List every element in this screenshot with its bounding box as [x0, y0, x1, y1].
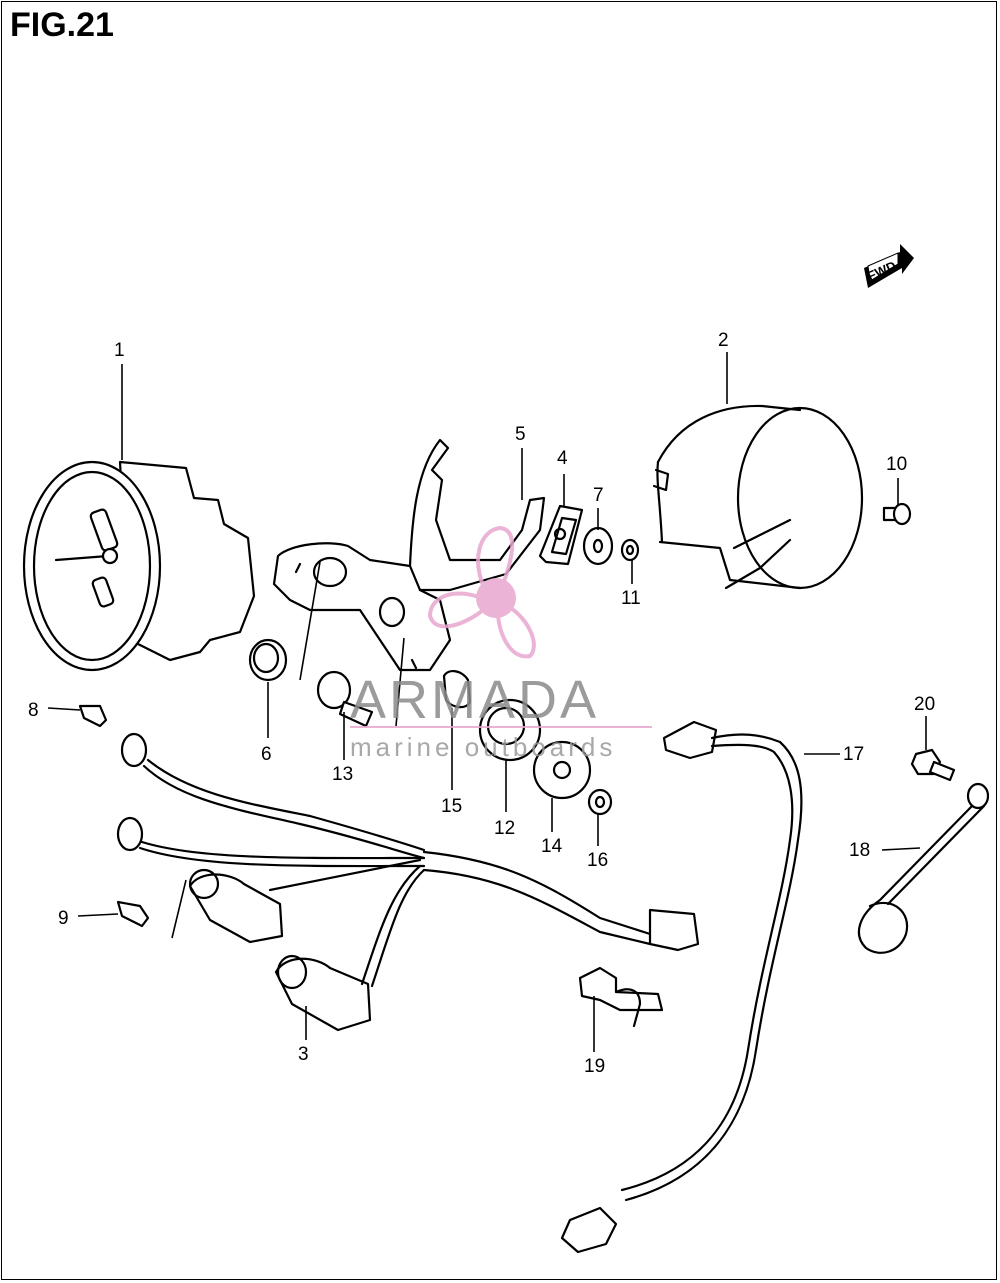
part-8-bulb	[78, 704, 108, 728]
callout-6: 6	[261, 744, 272, 765]
part-14-washer	[532, 740, 592, 800]
callout-20: 20	[914, 694, 935, 715]
fwd-direction-badge: FWD	[864, 244, 914, 288]
part-3-wiring-harness	[116, 732, 700, 1032]
watermark-brand: ARMADA	[350, 670, 599, 730]
callout-13: 13	[332, 764, 353, 785]
part-2-meter-cover	[652, 404, 864, 590]
callout-16: 16	[587, 850, 608, 871]
callout-12: 12	[494, 818, 515, 839]
part-4-nut-plate	[538, 504, 584, 566]
callout-17: 17	[843, 744, 864, 765]
callout-5: 5	[515, 424, 526, 445]
callout-14: 14	[541, 836, 563, 857]
callout-labels: 1 2 3 4 5 6 7 8 9 10 11 12 13 14 15 16 1…	[28, 330, 935, 1077]
watermark: ARMADA marine outboards	[350, 525, 652, 762]
part-17-cable	[560, 720, 803, 1254]
part-16-nut	[587, 788, 613, 816]
callout-10: 10	[886, 454, 907, 475]
callout-3: 3	[298, 1044, 309, 1065]
part-1-meter-gauge	[22, 460, 256, 672]
callout-15: 15	[441, 796, 462, 817]
callout-1: 1	[114, 340, 125, 361]
callout-4: 4	[557, 448, 568, 469]
leader-lines	[47, 352, 927, 1052]
part-10-screw	[882, 502, 912, 526]
callout-2: 2	[718, 330, 729, 351]
part-15-spacer	[442, 670, 472, 709]
callout-7: 7	[593, 485, 604, 506]
propeller-logo-icon	[427, 525, 536, 659]
callout-19: 19	[584, 1056, 605, 1077]
part-13-bulb	[316, 670, 374, 728]
part-11-nut	[620, 538, 640, 562]
part-9-bulb	[116, 900, 150, 928]
callout-9: 9	[58, 908, 69, 929]
callout-11: 11	[621, 588, 641, 609]
part-6-grommet	[248, 638, 288, 682]
part-19-clamp	[578, 966, 664, 1028]
watermark-tagline: marine outboards	[350, 732, 616, 762]
callout-18: 18	[849, 840, 870, 861]
part-20-bolt	[910, 748, 956, 782]
callout-8: 8	[28, 700, 39, 721]
part-18-clip	[857, 782, 990, 954]
figure-title: FIG.21	[10, 6, 114, 44]
part-7-washer	[582, 526, 614, 566]
